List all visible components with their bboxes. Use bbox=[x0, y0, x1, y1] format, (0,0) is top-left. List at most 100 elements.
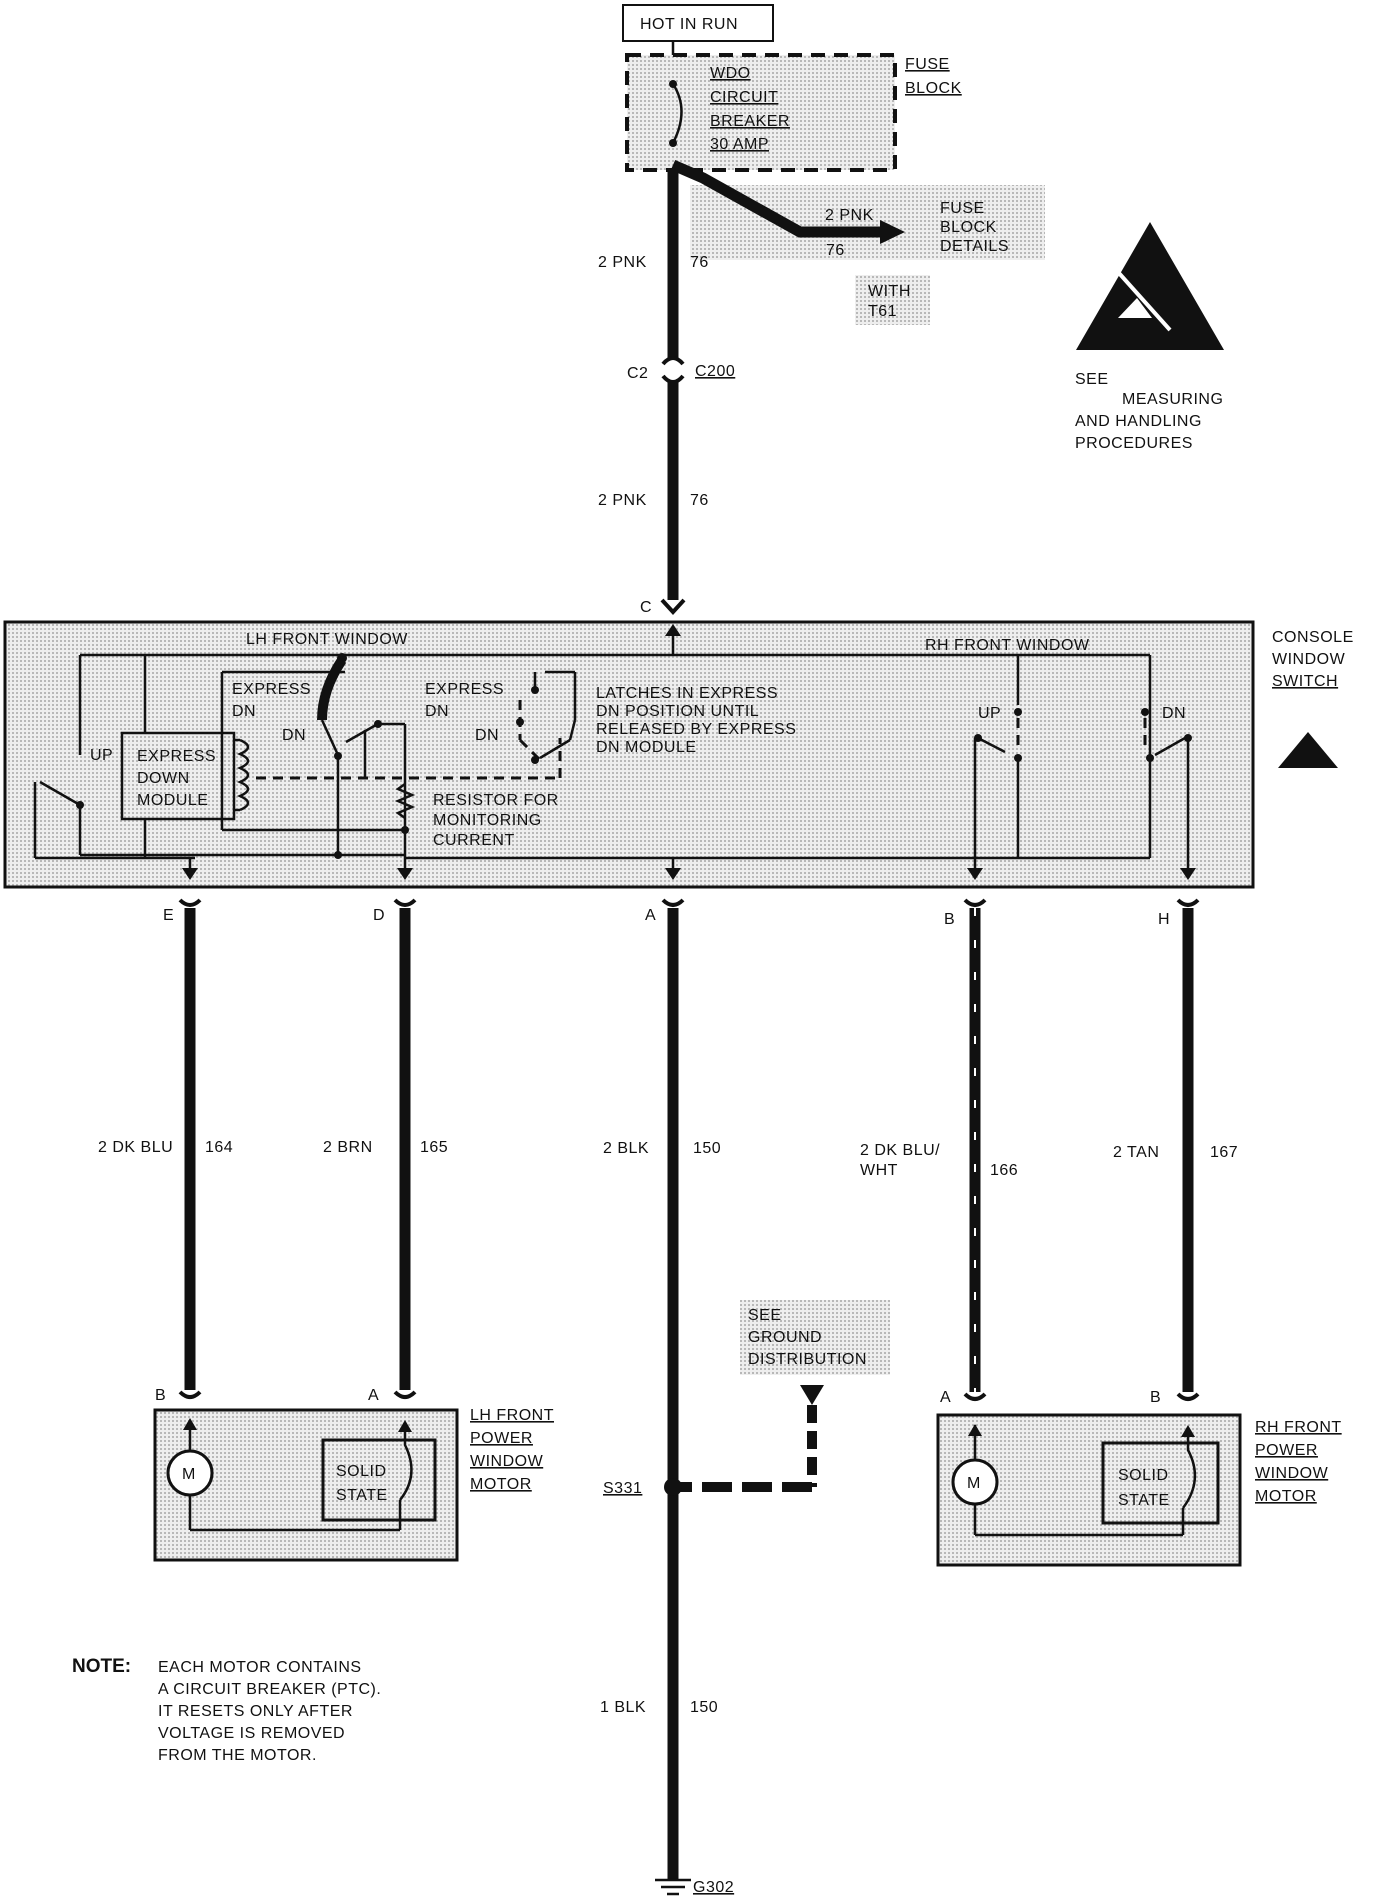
breaker-line2: CIRCUIT bbox=[710, 89, 778, 106]
rh-pin-a: A bbox=[940, 1389, 951, 1406]
wire-b-color-1: 2 DK BLU/ bbox=[860, 1142, 940, 1159]
rh-pin-b: B bbox=[1150, 1389, 1161, 1406]
breaker-line3: BREAKER bbox=[710, 113, 790, 130]
esd-line3: AND HANDLING bbox=[1075, 413, 1202, 430]
module-line2: DOWN bbox=[137, 770, 190, 787]
dn-2: DN bbox=[475, 727, 499, 744]
rh-label-1: RH FRONT bbox=[1255, 1419, 1342, 1436]
ground-lower-circuit: 150 bbox=[690, 1699, 718, 1716]
lh-solid-line2: STATE bbox=[336, 1487, 388, 1504]
ground-see-1: SEE bbox=[748, 1307, 782, 1324]
wire-a-150: A 2 BLK 150 bbox=[603, 898, 721, 1880]
lh-up-label: UP bbox=[90, 747, 113, 764]
wire-b-circuit: 166 bbox=[990, 1162, 1018, 1179]
option-line2: T61 bbox=[868, 303, 897, 320]
rh-front-window-title: RH FRONT WINDOW bbox=[925, 637, 1090, 654]
esd-line1: SEE bbox=[1075, 371, 1109, 388]
fuse-block-label-2: BLOCK bbox=[905, 80, 962, 97]
rh-label-4: MOTOR bbox=[1255, 1488, 1317, 1505]
console-label-3: SWITCH bbox=[1272, 673, 1338, 690]
pin-a: A bbox=[645, 907, 656, 924]
express-dn-2b: DN bbox=[425, 703, 449, 720]
express-dn-1b: DN bbox=[232, 703, 256, 720]
feed-upper-wire: 2 PNK bbox=[598, 254, 647, 271]
details-line1: FUSE bbox=[940, 200, 985, 217]
details-line3: DETAILS bbox=[940, 238, 1009, 255]
wire-e-color: 2 DK BLU bbox=[98, 1139, 173, 1156]
lh-front-window-title: LH FRONT WINDOW bbox=[246, 631, 408, 648]
lh-label-3: WINDOW bbox=[470, 1453, 544, 1470]
ground-g302: G302 bbox=[693, 1879, 734, 1896]
pin-h: H bbox=[1158, 911, 1170, 928]
console-window-switch: CONSOLE WINDOW SWITCH LH FRONT WINDOW RH… bbox=[3, 620, 1353, 889]
esd-line4: PROCEDURES bbox=[1075, 435, 1193, 452]
feed-lower-wire: 2 PNK bbox=[598, 492, 647, 509]
feed-upper-circuit: 76 bbox=[690, 254, 709, 271]
fuse-block-label-1: FUSE bbox=[905, 56, 950, 73]
console-label-2: WINDOW bbox=[1272, 651, 1346, 668]
module-line1: EXPRESS bbox=[137, 748, 216, 765]
note-line2: A CIRCUIT BREAKER (PTC). bbox=[158, 1681, 381, 1698]
latch-line2: DN POSITION UNTIL bbox=[596, 703, 759, 720]
wire-b-166: B 2 DK BLU/ WHT 166 bbox=[860, 898, 1018, 1392]
dn-1: DN bbox=[282, 727, 306, 744]
module-line3: MODULE bbox=[137, 792, 208, 809]
lh-label-4: MOTOR bbox=[470, 1476, 532, 1493]
ground-see-3: DISTRIBUTION bbox=[748, 1351, 867, 1368]
note-title: NOTE: bbox=[72, 1656, 131, 1677]
resistor-line2: MONITORING bbox=[433, 812, 542, 829]
rh-solid-line2: STATE bbox=[1118, 1492, 1170, 1509]
rh-dn-label: DN bbox=[1162, 705, 1186, 722]
esd-small-icon bbox=[1278, 732, 1338, 768]
lh-label-2: POWER bbox=[470, 1430, 533, 1447]
rh-front-power-window-motor: A B M SOLID STATE RH FRONT POWER WINDOW … bbox=[936, 1389, 1342, 1567]
ground-distribution: SEE GROUND DISTRIBUTION S331 1 BLK 150 G… bbox=[600, 1300, 890, 1896]
note-line4: VOLTAGE IS REMOVED bbox=[158, 1725, 345, 1742]
esd-line2: MEASURING bbox=[1122, 391, 1223, 408]
ground-see-2: GROUND bbox=[748, 1329, 822, 1346]
wire-h-circuit: 167 bbox=[1210, 1144, 1238, 1161]
pin-b: B bbox=[944, 911, 955, 928]
connector-c200: C200 bbox=[695, 363, 735, 380]
esd-warning-icon bbox=[1076, 222, 1224, 350]
wire-d-circuit: 165 bbox=[420, 1139, 448, 1156]
wire-e-circuit: 164 bbox=[205, 1139, 233, 1156]
fuse-block: WDO CIRCUIT BREAKER 30 AMP FUSE BLOCK bbox=[625, 53, 962, 172]
lh-pin-b: B bbox=[155, 1387, 166, 1404]
latch-line4: DN MODULE bbox=[596, 739, 697, 756]
switch-pin-c: C bbox=[640, 599, 652, 616]
details-wire-color: 2 PNK bbox=[825, 207, 874, 224]
breaker-line1: WDO bbox=[710, 65, 751, 82]
latch-line3: RELEASED BY EXPRESS bbox=[596, 721, 796, 738]
esd-warning: SEE MEASURING AND HANDLING PROCEDURES bbox=[1075, 222, 1224, 452]
splice-s331 bbox=[664, 1478, 682, 1496]
lh-solid-line1: SOLID bbox=[336, 1463, 387, 1480]
wire-e-164: E 2 DK BLU 164 bbox=[98, 898, 233, 1390]
note-line5: FROM THE MOTOR. bbox=[158, 1747, 317, 1764]
lh-label-1: LH FRONT bbox=[470, 1407, 554, 1424]
lh-motor-m: M bbox=[182, 1466, 196, 1483]
note-line1: EACH MOTOR CONTAINS bbox=[158, 1659, 362, 1676]
fuse-block-details-branch: 2 PNK 76 FUSE BLOCK DETAILS WITH T61 bbox=[670, 159, 1045, 325]
express-dn-1a: EXPRESS bbox=[232, 681, 311, 698]
feed-wire-76: 2 PNK 76 C2 C200 2 PNK 76 C bbox=[598, 170, 735, 616]
wire-h-167: H 2 TAN 167 bbox=[1113, 898, 1238, 1392]
wire-d-color: 2 BRN bbox=[323, 1139, 373, 1156]
breaker-line4: 30 AMP bbox=[710, 136, 769, 153]
connector-pin-c2: C2 bbox=[627, 365, 648, 382]
wire-b-color-2: WHT bbox=[860, 1162, 898, 1179]
rh-label-3: WINDOW bbox=[1255, 1465, 1329, 1482]
note-line3: IT RESETS ONLY AFTER bbox=[158, 1703, 353, 1720]
latch-line1: LATCHES IN EXPRESS bbox=[596, 685, 778, 702]
rh-solid-line1: SOLID bbox=[1118, 1467, 1169, 1484]
pin-e: E bbox=[163, 907, 174, 924]
resistor-line3: CURRENT bbox=[433, 832, 515, 849]
lh-front-power-window-motor: B A M SOLID STATE LH FRONT POWER WINDOW … bbox=[153, 1387, 554, 1562]
ground-lower-wire: 1 BLK bbox=[600, 1699, 646, 1716]
splice-label: S331 bbox=[603, 1480, 642, 1497]
details-circuit: 76 bbox=[826, 242, 845, 259]
express-dn-2a: EXPRESS bbox=[425, 681, 504, 698]
resistor-line1: RESISTOR FOR bbox=[433, 792, 559, 809]
